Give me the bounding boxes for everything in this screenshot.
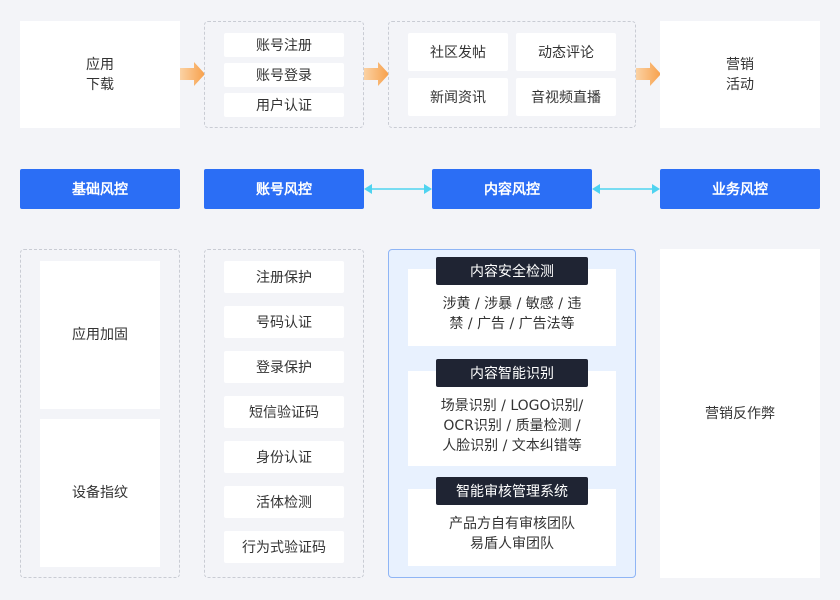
arrow-right-icon bbox=[364, 62, 389, 86]
basic-group bbox=[20, 249, 180, 578]
arrow-right-icon bbox=[180, 62, 205, 86]
app-download-label: 应用 下载 bbox=[86, 56, 114, 93]
account-risk-control: 账号风控 bbox=[204, 169, 364, 209]
item-label: 账号注册 bbox=[256, 38, 312, 54]
behavior-captcha-item: 行为式验证码 bbox=[224, 531, 344, 563]
label: 短信验证码 bbox=[249, 405, 319, 421]
label: 业务风控 bbox=[712, 182, 768, 198]
login-protect-item: 登录保护 bbox=[224, 351, 344, 383]
account-top-group bbox=[204, 21, 364, 128]
app-download-box: 应用 下载 bbox=[20, 21, 180, 128]
news-item: 新闻资讯 bbox=[408, 78, 508, 116]
double-arrow-icon bbox=[364, 184, 432, 194]
label: 号码认证 bbox=[256, 315, 312, 331]
content-risk-control: 内容风控 bbox=[432, 169, 592, 209]
section-title: 内容安全检测 bbox=[470, 264, 554, 280]
register-protect-item: 注册保护 bbox=[224, 261, 344, 293]
user-auth-item: 用户认证 bbox=[224, 93, 344, 117]
label: 内容风控 bbox=[484, 182, 540, 198]
account-register-item: 账号注册 bbox=[224, 33, 344, 57]
marketing-label: 营销 活动 bbox=[726, 56, 754, 93]
item-label: 社区发帖 bbox=[430, 45, 486, 61]
section-body: 涉黄 / 涉暴 / 敏感 / 违 禁 / 广告 / 广告法等 bbox=[442, 295, 582, 332]
label: 营销反作弊 bbox=[705, 405, 775, 422]
marketing-box: 营销 活动 bbox=[660, 21, 820, 128]
anti-fraud-box: 营销反作弊 bbox=[660, 249, 820, 578]
label: 登录保护 bbox=[256, 360, 312, 376]
device-fingerprint-box: 设备指纹 bbox=[40, 419, 160, 567]
label: 活体检测 bbox=[256, 495, 312, 511]
app-hardening-box: 应用加固 bbox=[40, 261, 160, 409]
basic-risk-control: 基础风控 bbox=[20, 169, 180, 209]
community-top-group bbox=[388, 21, 636, 128]
liveness-item: 活体检测 bbox=[224, 486, 344, 518]
item-label: 账号登录 bbox=[256, 68, 312, 84]
label: 基础风控 bbox=[72, 182, 128, 198]
label: 身份认证 bbox=[256, 450, 312, 466]
dynamic-comment-item: 动态评论 bbox=[516, 33, 616, 71]
label: 应用加固 bbox=[72, 327, 128, 343]
item-label: 新闻资讯 bbox=[430, 90, 486, 106]
section-title: 智能审核管理系统 bbox=[456, 484, 568, 500]
audit-system-title: 智能审核管理系统 bbox=[436, 477, 588, 505]
item-label: 音视频直播 bbox=[531, 90, 601, 106]
section-body: 产品方自有审核团队 易盾人审团队 bbox=[449, 515, 575, 552]
section-title: 内容智能识别 bbox=[470, 366, 554, 382]
account-login-item: 账号登录 bbox=[224, 63, 344, 87]
double-arrow-icon bbox=[592, 184, 660, 194]
av-live-item: 音视频直播 bbox=[516, 78, 616, 116]
item-label: 用户认证 bbox=[256, 98, 312, 114]
community-post-item: 社区发帖 bbox=[408, 33, 508, 71]
content-recognize-title: 内容智能识别 bbox=[436, 359, 588, 387]
identity-auth-item: 身份认证 bbox=[224, 441, 344, 473]
label: 注册保护 bbox=[256, 270, 312, 286]
number-auth-item: 号码认证 bbox=[224, 306, 344, 338]
label: 设备指纹 bbox=[72, 485, 128, 501]
label: 账号风控 bbox=[256, 182, 312, 198]
label: 行为式验证码 bbox=[242, 540, 326, 556]
business-risk-control: 业务风控 bbox=[660, 169, 820, 209]
account-group bbox=[204, 249, 364, 578]
item-label: 动态评论 bbox=[538, 45, 594, 61]
arrow-right-icon bbox=[636, 62, 661, 86]
content-detect-title: 内容安全检测 bbox=[436, 257, 588, 285]
sms-code-item: 短信验证码 bbox=[224, 396, 344, 428]
section-body: 场景识别 / LOGO识别/ OCR识别 / 质量检测 / 人脸识别 / 文本纠… bbox=[440, 397, 584, 454]
